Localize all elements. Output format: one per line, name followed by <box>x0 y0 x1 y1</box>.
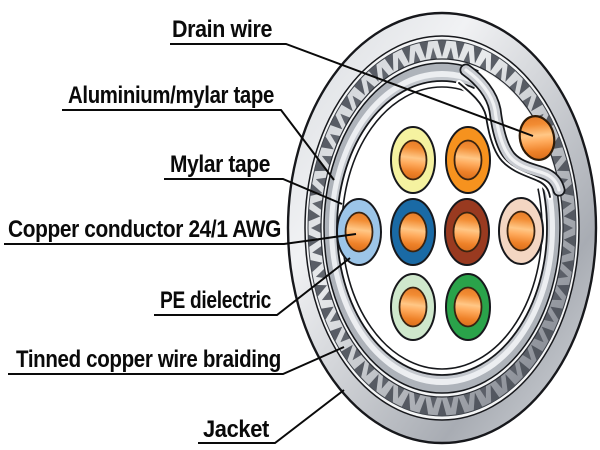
mylar-tape-detour <box>456 80 553 200</box>
copper-conductor <box>453 286 483 328</box>
aluminium-tape-detour <box>459 63 566 197</box>
label-jacket: Jacket <box>198 389 345 444</box>
wire-green <box>445 273 491 341</box>
wire-pink <box>498 197 544 265</box>
label-aluminium-mylar-tape-text: Aluminium/mylar tape <box>68 82 274 109</box>
leader-pe-dielectric <box>154 257 351 316</box>
leader-drain-wire <box>170 43 534 137</box>
drain-wire <box>518 115 556 161</box>
label-tinned-copper-wire-braiding-text: Tinned copper wire braiding <box>16 346 281 373</box>
callout-labels: Drain wire Aluminium/mylar tape Mylar ta… <box>4 16 534 444</box>
copper-conductor <box>398 139 428 181</box>
leader-mylar-tape <box>164 178 343 205</box>
wire-blue <box>390 198 436 266</box>
leader-jacket <box>198 389 345 444</box>
leader-tinned-copper-wire-braiding <box>8 346 345 375</box>
wire-light-green <box>390 273 436 341</box>
leader-copper-conductor <box>4 233 357 245</box>
wire-orange <box>445 126 491 194</box>
label-pe-dielectric: PE dielectric <box>154 257 351 316</box>
copper-conductor <box>398 286 428 328</box>
label-drain-wire-text: Drain wire <box>172 16 272 43</box>
wire-yellow <box>390 126 436 194</box>
label-tinned-copper-wire-braiding: Tinned copper wire braiding <box>8 346 345 375</box>
label-mylar-tape-text: Mylar tape <box>170 151 270 178</box>
label-copper-conductor-text: Copper conductor 24/1 AWG <box>8 216 281 243</box>
label-copper-conductor: Copper conductor 24/1 AWG <box>4 216 357 245</box>
copper-conductor <box>398 211 428 253</box>
copper-conductor <box>452 211 482 253</box>
label-mylar-tape: Mylar tape <box>164 151 343 205</box>
cable-cross-section <box>286 11 598 445</box>
label-drain-wire: Drain wire <box>170 16 534 137</box>
label-aluminium-mylar-tape: Aluminium/mylar tape <box>62 82 335 181</box>
label-pe-dielectric-text: PE dielectric <box>160 287 271 314</box>
wire-brown <box>444 198 490 266</box>
copper-conductor <box>506 210 536 252</box>
copper-conductor <box>453 139 483 181</box>
leader-aluminium-mylar-tape <box>62 109 335 181</box>
copper-conductor <box>344 211 374 253</box>
wire-light-blue <box>336 198 382 266</box>
label-jacket-text: Jacket <box>203 416 269 443</box>
